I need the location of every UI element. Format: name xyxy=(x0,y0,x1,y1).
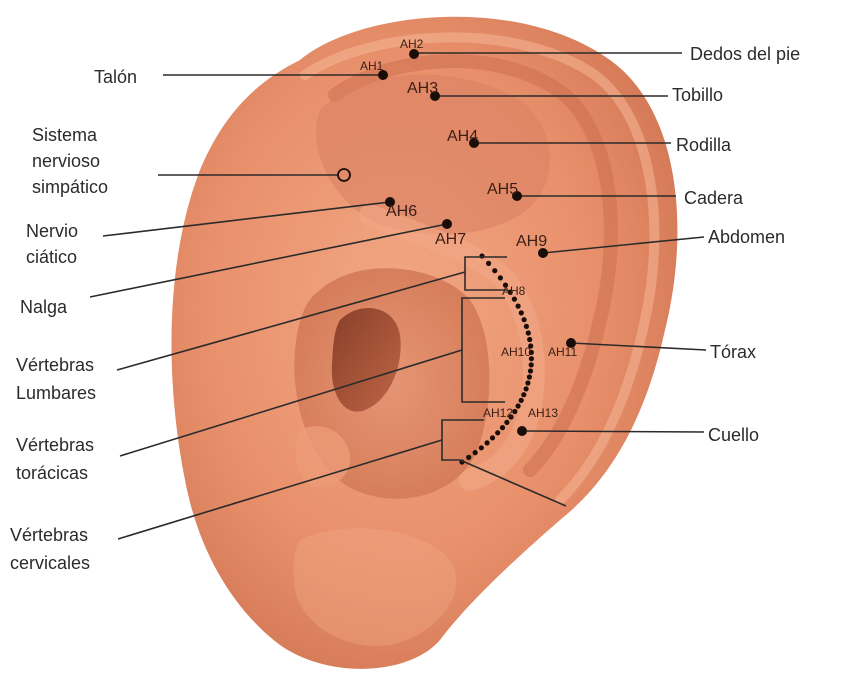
point-ah11 xyxy=(566,338,576,348)
scapha xyxy=(328,54,618,477)
spine-dot xyxy=(492,268,498,274)
lumbar-bracket xyxy=(464,256,507,291)
label-ah8: AH8 xyxy=(502,284,526,298)
spine-dot xyxy=(497,275,503,281)
spine-dot xyxy=(528,343,534,349)
spine-dot xyxy=(525,330,531,336)
label-cervicales-1: Vértebras xyxy=(10,525,88,545)
label-ah1: AH1 xyxy=(360,59,384,73)
label-nervio-2: ciático xyxy=(26,247,77,267)
label-ah4: AH4 xyxy=(447,128,478,145)
label-dedos-del-pie: Dedos del pie xyxy=(690,44,800,64)
label-torax: Tórax xyxy=(710,342,756,362)
point-ah2 xyxy=(409,49,419,59)
label-lumbares-2: Lumbares xyxy=(16,383,96,403)
point-ah7 xyxy=(442,219,452,229)
spine-dot xyxy=(515,403,521,409)
spine-dot xyxy=(486,260,492,266)
label-ah11: AH11 xyxy=(548,345,577,359)
spine-dot xyxy=(478,445,484,451)
label-ah3: AH3 xyxy=(407,80,438,97)
leader-cuello xyxy=(521,430,705,433)
label-lumbares-1: Vértebras xyxy=(16,355,94,375)
lobule xyxy=(293,528,457,646)
point-ah6 xyxy=(385,197,395,207)
label-tobillo: Tobillo xyxy=(672,85,723,105)
spine-dot xyxy=(515,303,521,309)
spine-dot xyxy=(528,356,535,362)
spine-dot xyxy=(525,380,531,386)
leader-torax xyxy=(570,342,707,351)
point-sistema xyxy=(337,168,351,182)
spine-dot xyxy=(504,419,510,425)
spine-dot xyxy=(508,414,514,420)
spine-dotted-curve xyxy=(459,253,535,465)
label-rodilla: Rodilla xyxy=(676,135,732,155)
point-ah13 xyxy=(517,426,527,436)
point-ah3 xyxy=(430,91,440,101)
leader-cervicales xyxy=(117,439,443,540)
upper-fossa xyxy=(316,74,550,235)
spine-dot xyxy=(484,440,490,446)
label-sistema-1: Sistema xyxy=(32,125,98,145)
spine-dot xyxy=(521,392,527,398)
spine-dot xyxy=(495,430,501,436)
spine-dot xyxy=(472,450,478,456)
leader-toracicas xyxy=(119,349,463,457)
label-cuello: Cuello xyxy=(708,425,759,445)
spine-dot xyxy=(512,408,518,415)
spine-dot xyxy=(518,397,524,403)
helix-rim xyxy=(300,32,660,505)
spine-dot xyxy=(527,336,533,343)
point-ah9 xyxy=(538,248,548,258)
point-ah4 xyxy=(469,138,479,148)
label-sistema-3: simpático xyxy=(32,177,108,197)
spine-dot xyxy=(523,323,530,329)
label-ah12: AH12 xyxy=(483,406,513,420)
leader-cervical-tail xyxy=(459,459,567,507)
leader-abdomen xyxy=(542,236,705,254)
spine-dot xyxy=(489,435,496,441)
label-nalga: Nalga xyxy=(20,297,68,317)
spine-dot xyxy=(511,296,517,302)
leader-nalga xyxy=(89,223,448,298)
label-ah9: AH9 xyxy=(516,233,547,250)
label-ah10: AH10 xyxy=(501,345,531,359)
spine-dot xyxy=(502,282,509,288)
spine-dot xyxy=(527,368,534,374)
spine-dot xyxy=(499,425,506,431)
label-abdomen: Abdomen xyxy=(708,227,785,247)
leader-lumbares xyxy=(116,271,466,371)
point-ah1 xyxy=(378,70,388,80)
spine-dot xyxy=(507,289,513,295)
label-sistema-2: nervioso xyxy=(32,151,100,171)
label-ah7: AH7 xyxy=(435,231,466,248)
label-ah5: AH5 xyxy=(487,181,518,198)
spine-dot xyxy=(521,317,527,323)
label-cadera: Cadera xyxy=(684,188,744,208)
spine-dot xyxy=(518,310,524,316)
label-toracicas-1: Vértebras xyxy=(16,435,94,455)
label-cervicales-2: cervicales xyxy=(10,553,90,573)
spine-dot xyxy=(528,349,534,355)
spine-dot xyxy=(526,374,533,380)
label-ah6: AH6 xyxy=(386,203,417,220)
spine-dot xyxy=(466,454,472,460)
label-ah2: AH2 xyxy=(400,37,424,51)
point-ah5 xyxy=(512,191,522,201)
label-talon: Talón xyxy=(94,67,137,87)
label-nervio-1: Nervio xyxy=(26,221,78,241)
label-ah13: AH13 xyxy=(528,406,558,420)
leader-nervio xyxy=(102,201,391,237)
spine-dot xyxy=(528,362,534,368)
spine-dot xyxy=(523,386,529,392)
spine-dot xyxy=(479,253,485,259)
label-toracicas-2: torácicas xyxy=(16,463,88,483)
